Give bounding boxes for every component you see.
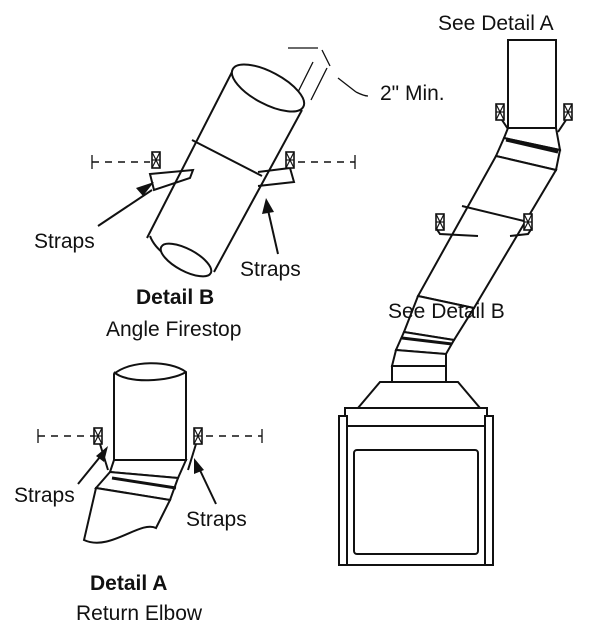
strap-box-a-left xyxy=(93,427,103,445)
straps-arrow-a-left xyxy=(77,446,108,485)
strap-box-top-right xyxy=(563,103,573,121)
detail-b-subtitle: Angle Firestop xyxy=(106,318,241,341)
strap-box-mid-right xyxy=(523,213,533,231)
stove-side-left xyxy=(338,415,348,566)
straps-label-a-right: Straps xyxy=(186,508,247,531)
straps-arrow-b-right xyxy=(262,198,279,255)
detail-b-drawing: 2" Min. Straps Straps Detail B Angle Fir… xyxy=(34,47,445,341)
vertical-pipe-a xyxy=(113,362,187,461)
strap-box-top-left xyxy=(495,103,505,121)
straps-label-b-left: Straps xyxy=(34,230,95,253)
angle-firestop-plate xyxy=(148,166,296,192)
clearance-dimension xyxy=(288,47,369,101)
strap-box-a-right xyxy=(193,427,203,445)
see-detail-b-label: See Detail B xyxy=(388,300,505,323)
vertical-flue-pipe xyxy=(507,39,557,129)
detail-a-subtitle: Return Elbow xyxy=(76,602,203,625)
straps-arrow-b-left xyxy=(97,182,154,227)
strap-box-b-right xyxy=(285,151,295,169)
stove-top xyxy=(355,381,483,409)
stove-door xyxy=(353,449,479,555)
strap-box-b-left xyxy=(151,151,161,169)
stove-collar xyxy=(391,365,447,383)
detail-a-drawing: Straps Straps Detail A Return Elbow xyxy=(14,362,263,625)
clearance-label: 2" Min. xyxy=(380,82,445,105)
strap-box-mid-left xyxy=(435,213,445,231)
stove-top-band xyxy=(344,407,488,427)
straps-arrow-a-right xyxy=(194,458,217,505)
straps-label-b-right: Straps xyxy=(240,258,301,281)
stove-side-right xyxy=(484,415,494,566)
return-elbow-a xyxy=(82,459,188,544)
stove-assembly: See Detail A See Detail B xyxy=(338,12,573,566)
see-detail-a-label: See Detail A xyxy=(438,12,554,35)
straps-label-a-left: Straps xyxy=(14,484,75,507)
detail-a-title: Detail A xyxy=(90,572,167,595)
angled-pipe xyxy=(146,63,306,278)
detail-b-title: Detail B xyxy=(136,286,214,309)
